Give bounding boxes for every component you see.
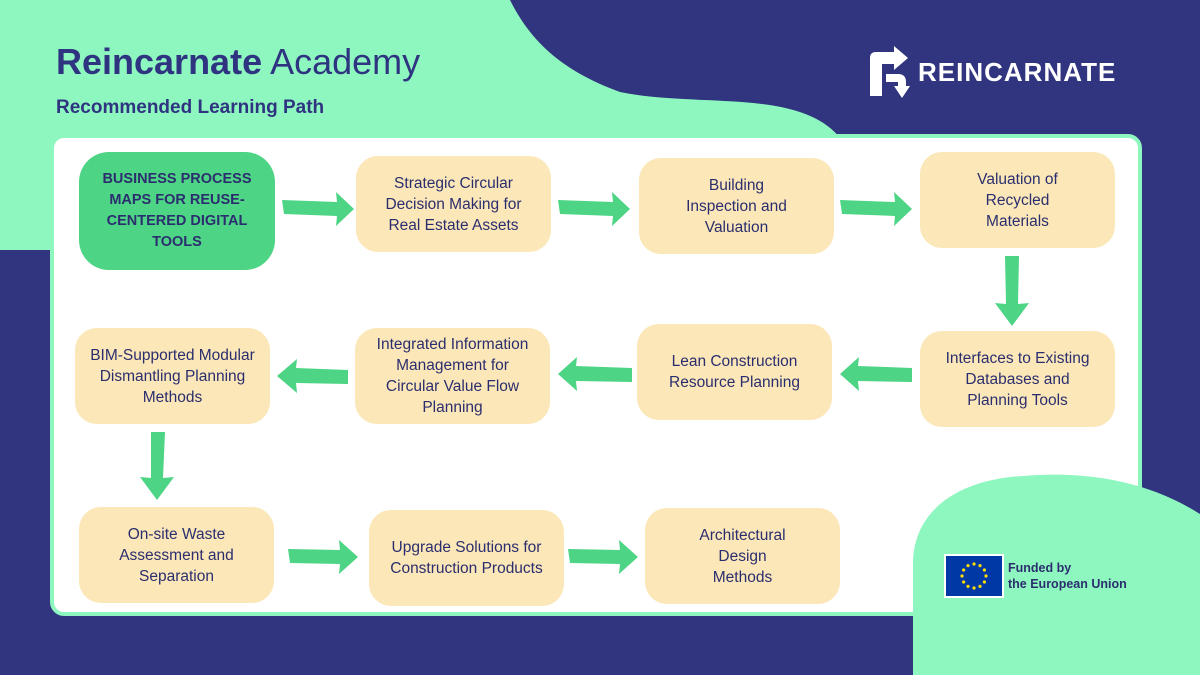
step-bim-supported-dismantling: BIM-Supported Modular Dismantling Planni… (75, 328, 270, 424)
step-upgrade-solutions: Upgrade Solutions for Construction Produ… (369, 510, 564, 606)
eu-stars-icon (960, 562, 988, 590)
step-onsite-waste-assessment: On-site Waste Assessment and Separation (79, 507, 274, 603)
title-brand: Reincarnate (56, 41, 263, 82)
arrow-right-icon (568, 540, 638, 574)
title-academy: Academy (270, 41, 421, 82)
arrow-left-icon (277, 359, 348, 393)
step-valuation-recycled-materials: Valuation of Recycled Materials (920, 152, 1115, 248)
arrow-right-icon (288, 540, 358, 574)
recycle-r-icon (870, 46, 910, 98)
mint-blob-left-edge (0, 170, 60, 250)
arrow-down-icon (140, 432, 174, 500)
arrow-left-icon (840, 357, 912, 391)
arrow-right-icon (840, 192, 912, 226)
mint-blob-top-left (0, 0, 840, 175)
step-integrated-information-management: Integrated Information Management for Ci… (355, 328, 550, 424)
arrow-right-icon (282, 192, 354, 226)
step-building-inspection: Building Inspection and Valuation (639, 158, 834, 254)
arrow-right-icon (558, 192, 630, 226)
step-business-process-maps: BUSINESS PROCESS MAPS FOR REUSE- CENTERE… (79, 152, 275, 270)
step-architectural-design: Architectural Design Methods (645, 508, 840, 604)
arrow-down-icon (995, 256, 1029, 326)
page-title: Reincarnate Academy (56, 40, 420, 84)
reincarnate-logo: REINCARNATE (864, 44, 1116, 100)
logo-text: REINCARNATE (918, 56, 1117, 87)
step-lean-construction: Lean Construction Resource Planning (637, 324, 832, 420)
arrow-left-icon (558, 357, 632, 391)
step-interfaces-databases: Interfaces to Existing Databases and Pla… (920, 331, 1115, 427)
page-subtitle: Recommended Learning Path (56, 97, 325, 118)
funding-notice: Funded by the European Union (1008, 561, 1127, 591)
step-strategic-circular-decision-making: Strategic Circular Decision Making for R… (356, 156, 551, 252)
mint-blob-bottom-right (913, 474, 1200, 675)
eu-flag-icon (944, 554, 1004, 598)
